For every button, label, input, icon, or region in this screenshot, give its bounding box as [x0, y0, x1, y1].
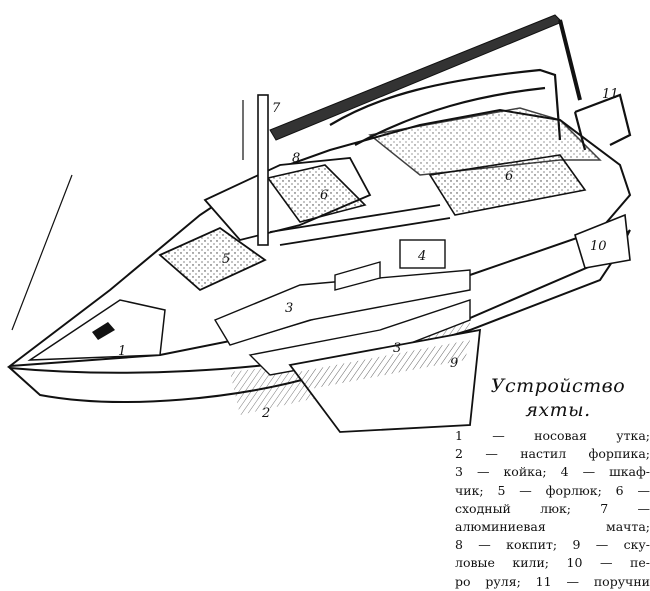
callout-4: 4: [417, 249, 426, 264]
cabin-handrail: [269, 204, 451, 246]
figure-title-line1: Устройство: [490, 375, 626, 397]
legend-line: 8 — кокпит; 9 — ску-: [455, 537, 650, 553]
callout-10: 10: [590, 239, 607, 254]
bunk-upper: [213, 269, 471, 346]
callout-6-cabin: 6: [320, 188, 328, 203]
figure-title-line2: яхты.: [525, 399, 591, 421]
callout-6-cockpit: 6: [505, 169, 513, 184]
companion-hatch: [266, 164, 367, 223]
legend: 1 — носовая утка; 2 — настил форпика; 3 …: [455, 427, 650, 591]
callout-8: 8: [292, 151, 300, 166]
callout-2: 2: [261, 406, 270, 421]
callout-11: 11: [602, 87, 619, 102]
stern-rail: [573, 93, 632, 151]
bunk-lower: [248, 299, 471, 376]
rudder-blade: [574, 213, 631, 269]
callout-1: 1: [118, 344, 126, 359]
legend-line: чик; 5 — форлюк; 6 —: [455, 482, 650, 498]
legend-line: ловые кили; 10 — пе-: [455, 555, 650, 571]
locker: [399, 239, 446, 269]
legend-line: сходный люк; 7 —: [455, 500, 650, 516]
mast: [257, 94, 269, 246]
figure-title: Устройство яхты.: [478, 374, 638, 422]
callout-7: 7: [272, 101, 281, 116]
bilge-keel-hatch: [298, 340, 470, 390]
forehatch: [158, 226, 267, 292]
legend-line: ро руля; 11 — поручни: [455, 573, 650, 589]
callout-5: 5: [222, 252, 230, 267]
legend-line: 3 — койка; 4 — шкаф-: [455, 464, 650, 480]
legend-line: 2 — настил форпика;: [455, 446, 650, 462]
forestay-line: [11, 174, 73, 331]
callout-3-upper: 3: [285, 301, 293, 316]
bow-cleat: [92, 322, 115, 340]
cockpit-bench-top: [368, 107, 602, 176]
cockpit-rail: [329, 68, 562, 146]
legend-line: алюминиевая мачта;: [455, 519, 650, 535]
porthole: [334, 261, 381, 291]
callout-9: 9: [450, 356, 458, 371]
callout-3-lower: 3: [393, 341, 401, 356]
boom-crutch: [558, 19, 582, 101]
legend-line: 1 — носовая утка;: [455, 428, 650, 443]
